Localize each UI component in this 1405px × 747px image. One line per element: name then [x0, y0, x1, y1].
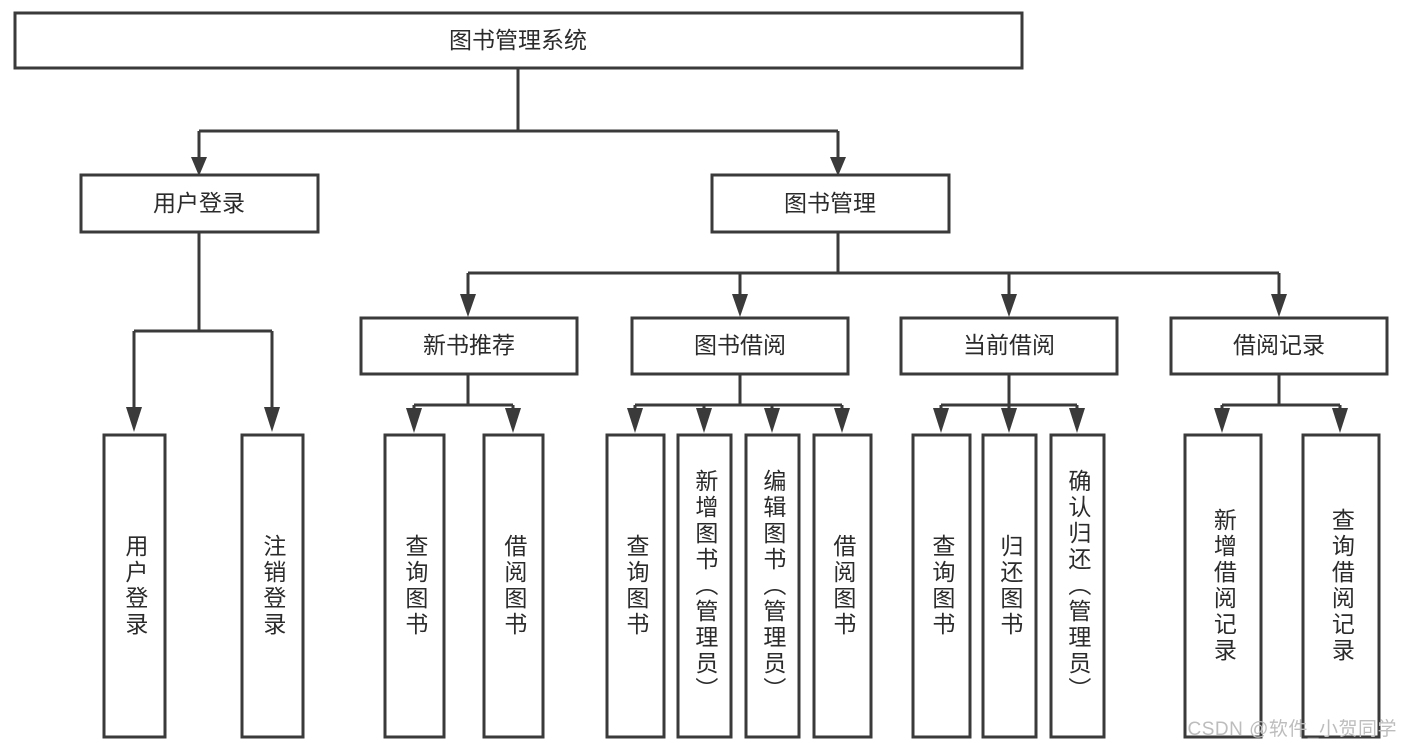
leaf-box-user-login-1[interactable] [102, 433, 167, 739]
leaf-box-current-borrow-2[interactable] [981, 433, 1038, 739]
node-borrow-record-label: 借阅记录 [1233, 332, 1325, 358]
node-new-book-recommend[interactable]: 新书推荐 [359, 316, 579, 376]
leaf-box-user-login-2[interactable] [240, 433, 305, 739]
node-root-label: 图书管理系统 [449, 27, 587, 53]
arrow-head-user-login-leaf-1 [126, 407, 142, 432]
arrow-head-book-borrow-leaf-3 [764, 408, 780, 433]
arrow-head-book-borrow-leaf-1 [627, 408, 643, 433]
connector-layer [126, 68, 1348, 433]
arrow-head-borrow-record-leaf-1 [1214, 408, 1230, 433]
arrow-head-current-borrow [1001, 294, 1017, 317]
leaf-box-new-book-1[interactable] [383, 433, 446, 739]
node-book-borrow[interactable]: 图书借阅 [630, 316, 850, 376]
arrow-head-current-borrow-leaf-3 [1069, 408, 1085, 433]
node-book-borrow-label: 图书借阅 [694, 332, 786, 358]
arrow-head-book-manage [830, 157, 846, 176]
arrow-head-book-borrow-leaf-4 [834, 408, 850, 433]
node-book-manage-label: 图书管理 [784, 190, 876, 216]
leaf-box-borrow-record-2[interactable] [1301, 433, 1381, 739]
arrow-head-user-login-leaf-2 [264, 407, 280, 432]
arrow-head-current-borrow-leaf-2 [1001, 408, 1017, 433]
arrow-head-book-borrow-leaf-2 [696, 408, 712, 433]
node-user-login-label: 用户登录 [153, 190, 245, 216]
leaf-box-new-book-2[interactable] [482, 433, 545, 739]
arrow-head-user-login [191, 157, 207, 176]
arrow-head-borrow-record-leaf-2 [1332, 408, 1348, 433]
arrow-head-new-book [460, 294, 476, 317]
leaf-box-borrow-record-1[interactable] [1183, 433, 1263, 739]
node-new-book-recommend-label: 新书推荐 [423, 332, 515, 358]
leaf-box-current-borrow-1[interactable] [911, 433, 972, 739]
node-user-login[interactable]: 用户登录 [79, 173, 320, 234]
node-current-borrow-label: 当前借阅 [963, 332, 1055, 358]
node-root[interactable]: 图书管理系统 [13, 11, 1024, 70]
arrow-head-borrow-record [1271, 294, 1287, 317]
arrow-head-new-book-leaf-2 [505, 408, 521, 433]
leaf-box-book-borrow-3[interactable] [744, 433, 801, 739]
leaf-box-book-borrow-1[interactable] [605, 433, 666, 739]
node-layer: 图书管理系统 用户登录 图书管理 新书推荐 图书借阅 当前 [13, 11, 1389, 739]
arrow-head-current-borrow-leaf-1 [933, 408, 949, 433]
node-current-borrow[interactable]: 当前借阅 [899, 316, 1119, 376]
leaf-box-book-borrow-2[interactable] [676, 433, 733, 739]
node-book-manage[interactable]: 图书管理 [710, 173, 951, 234]
node-borrow-record[interactable]: 借阅记录 [1169, 316, 1389, 376]
leaf-box-current-borrow-3[interactable] [1049, 433, 1106, 739]
arrow-head-new-book-leaf-1 [406, 408, 422, 433]
csdn-watermark: CSDN @软件_小贺同学 [1187, 719, 1397, 740]
leaf-box-book-borrow-4[interactable] [812, 433, 873, 739]
arrow-head-book-borrow [732, 294, 748, 317]
